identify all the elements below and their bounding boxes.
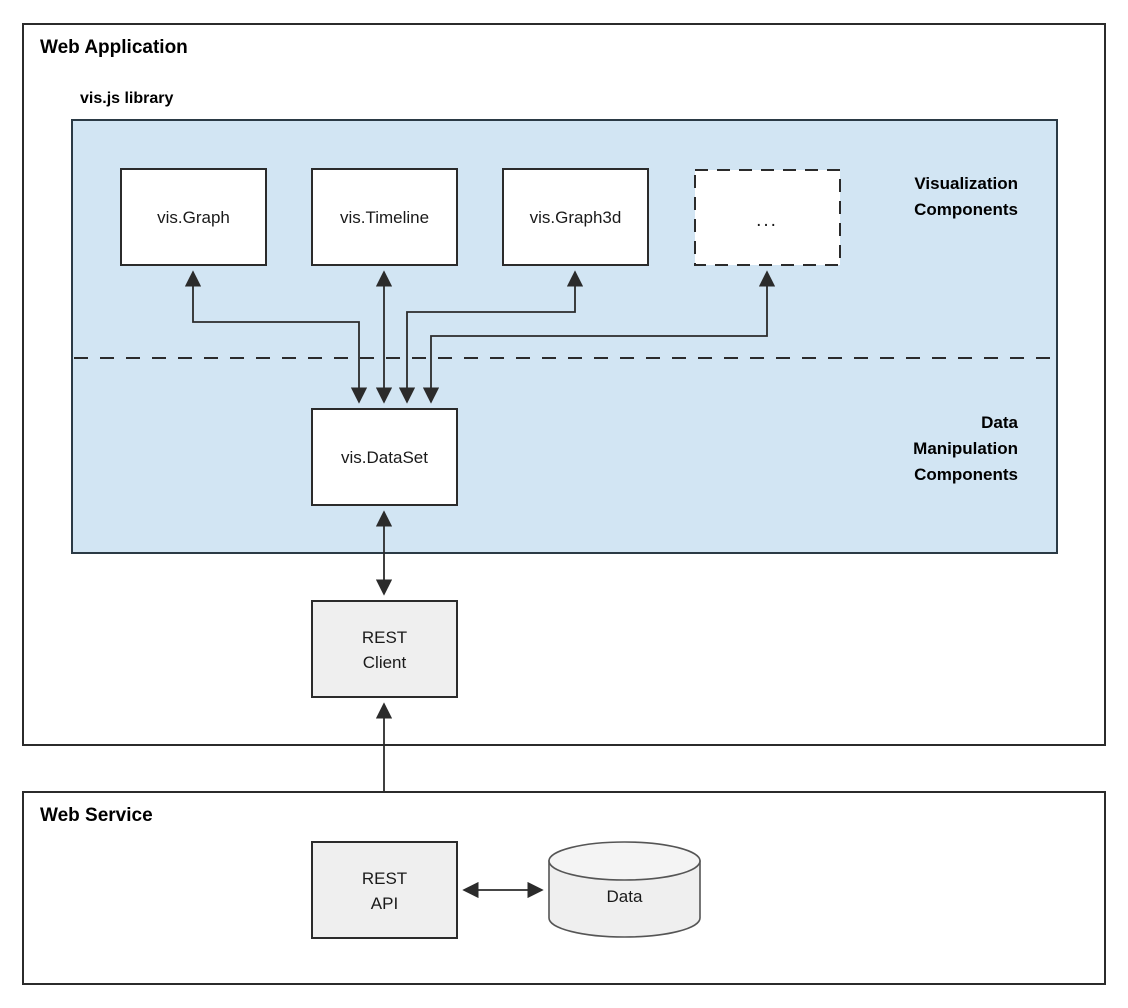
node-vis-graph[interactable] xyxy=(120,168,267,266)
node-vis-timeline[interactable] xyxy=(311,168,458,266)
visjs-library-title: vis.js library xyxy=(80,90,173,107)
node-data-store[interactable] xyxy=(548,841,701,938)
node-vis-dataset[interactable] xyxy=(311,408,458,506)
data-manipulation-label-line2: Manipulation xyxy=(913,439,1018,458)
data-manipulation-label-line3: Components xyxy=(914,465,1018,484)
node-rest-client-label-line1: REST xyxy=(362,628,407,647)
edge-dataset-more-components xyxy=(422,270,776,404)
node-more-components[interactable] xyxy=(694,169,841,266)
cylinder-body xyxy=(548,860,701,938)
node-vis-dataset-label: vis.DataSet xyxy=(341,448,428,467)
node-vis-graph-label: vis.Graph xyxy=(157,208,230,227)
web-service-title: Web Service xyxy=(40,805,153,826)
node-vis-graph3d-label: vis.Graph3d xyxy=(530,208,622,227)
edge-dataset-vis-graph xyxy=(184,270,368,404)
web-application-title: Web Application xyxy=(40,37,188,58)
node-more-components-label: ... xyxy=(756,210,778,231)
node-vis-graph3d[interactable] xyxy=(502,168,649,266)
node-rest-api-label-line1: REST xyxy=(362,869,407,888)
data-manipulation-label-line1: Data xyxy=(981,413,1018,432)
node-rest-client[interactable] xyxy=(311,600,458,698)
node-rest-api[interactable] xyxy=(311,841,458,939)
node-data-store-label: Data xyxy=(607,887,643,906)
cylinder-top xyxy=(548,841,701,881)
visualization-components-label-line2: Components xyxy=(914,200,1018,219)
visualization-components-label-line1: Visualization xyxy=(914,174,1018,193)
node-vis-timeline-label: vis.Timeline xyxy=(340,208,429,227)
node-rest-client-label-line2: Client xyxy=(363,653,407,672)
node-rest-api-label-line2: API xyxy=(371,894,398,913)
